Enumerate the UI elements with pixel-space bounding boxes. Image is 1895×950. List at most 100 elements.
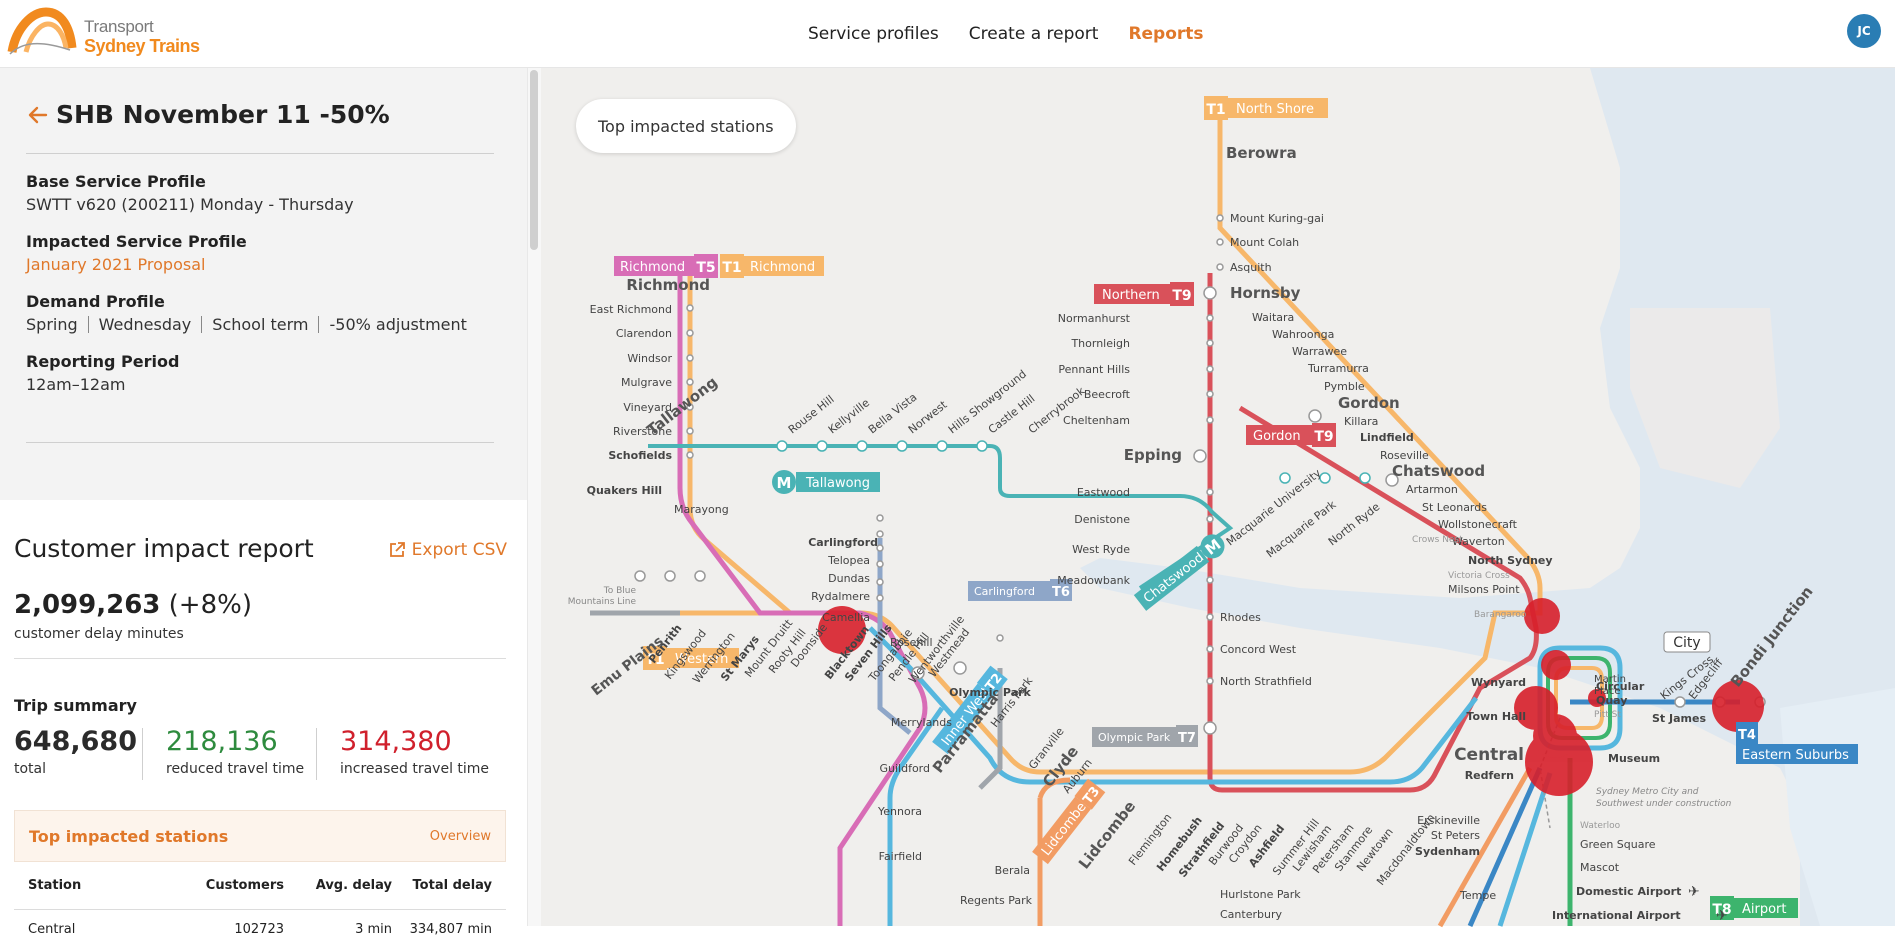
station-asquith[interactable]: Asquith — [1230, 261, 1272, 274]
station-west-ryde[interactable]: West Ryde — [1072, 543, 1130, 556]
nav-service-profiles[interactable]: Service profiles — [808, 24, 939, 44]
station-dundas[interactable]: Dundas — [828, 572, 870, 585]
station-milsons-point[interactable]: Milsons Point — [1448, 583, 1520, 596]
top-impacted-stations-chip[interactable]: Top impacted stations — [576, 99, 796, 153]
station-mascot[interactable]: Mascot — [1580, 861, 1620, 874]
impact-wynyard-small[interactable] — [1541, 650, 1571, 680]
station-mulgrave[interactable]: Mulgrave — [621, 376, 672, 389]
station-pennant-hills[interactable]: Pennant Hills — [1058, 363, 1130, 376]
station-guildford[interactable]: Guildford — [879, 762, 930, 775]
avatar[interactable]: JC — [1847, 14, 1881, 48]
station-rydalmere[interactable]: Rydalmere — [811, 590, 870, 603]
station-waverton[interactable]: Waverton — [1452, 535, 1505, 548]
station-st-leonards[interactable]: St Leonards — [1422, 501, 1487, 514]
col-station[interactable]: Station — [28, 878, 82, 893]
station-waitara[interactable]: Waitara — [1252, 311, 1294, 324]
station-domestic-airport[interactable]: Domestic Airport — [1576, 885, 1681, 898]
station-richmond[interactable]: Richmond — [626, 276, 710, 294]
station-schofields[interactable]: Schofields — [608, 449, 672, 462]
station-north-strathfield[interactable]: North Strathfield — [1220, 675, 1312, 688]
station-cheltenham[interactable]: Cheltenham — [1063, 414, 1130, 427]
station-martin-place-2[interactable]: Place — [1594, 686, 1621, 697]
station-waterloo[interactable]: Waterloo — [1580, 821, 1621, 831]
col-customers[interactable]: Customers — [205, 878, 284, 893]
station-berowra[interactable]: Berowra — [1226, 144, 1297, 162]
station-concord-west[interactable]: Concord West — [1220, 643, 1297, 656]
station-telopea[interactable]: Telopea — [827, 554, 870, 567]
station-camellia[interactable]: Camellia — [822, 611, 870, 624]
station-carlingford[interactable]: Carlingford — [808, 536, 878, 549]
station-north-sydney[interactable]: North Sydney — [1468, 554, 1553, 567]
impact-parramatta[interactable] — [818, 606, 866, 654]
scrollbar-track[interactable] — [527, 68, 541, 926]
station-clarendon[interactable]: Clarendon — [616, 327, 672, 340]
station-quakers-hill[interactable]: Quakers Hill — [587, 484, 662, 497]
impact-north-sydney[interactable] — [1524, 598, 1560, 634]
impact-wynyard[interactable] — [1514, 686, 1558, 730]
station-mount-colah[interactable]: Mount Colah — [1230, 236, 1299, 249]
nav-create-report[interactable]: Create a report — [968, 24, 1099, 44]
station-gordon[interactable]: Gordon — [1338, 394, 1400, 412]
station-pitt-st[interactable]: Pitt St — [1594, 710, 1621, 720]
station-thornleigh[interactable]: Thornleigh — [1070, 337, 1130, 350]
station-rosehill[interactable]: Rosehill — [890, 636, 933, 649]
station-macquarie-university[interactable]: Macquarie University — [1224, 466, 1324, 548]
table-row[interactable]: Central 102723 3 min 334,807 min — [14, 910, 506, 950]
station-erskineville[interactable]: Erskineville — [1417, 814, 1480, 827]
station-st-james[interactable]: St James — [1652, 712, 1706, 725]
station-mount-kuring-gai[interactable]: Mount Kuring-gai — [1230, 212, 1324, 225]
station-killara[interactable]: Killara — [1344, 415, 1378, 428]
impact-bondi-junction[interactable] — [1712, 680, 1764, 732]
station-museum[interactable]: Museum — [1608, 752, 1660, 765]
station-wollstonecraft[interactable]: Wollstonecraft — [1438, 518, 1518, 531]
station-circular-quay-1[interactable]: Circular — [1596, 680, 1645, 693]
export-csv-button[interactable]: Export CSV — [388, 540, 507, 560]
station-victoria-cross[interactable]: Victoria Cross — [1448, 571, 1510, 581]
station-canterbury[interactable]: Canterbury — [1220, 908, 1282, 921]
station-riverstone[interactable]: Riverstone — [613, 425, 672, 438]
station-central[interactable]: Central — [1454, 745, 1524, 765]
nav-reports[interactable]: Reports — [1128, 24, 1204, 44]
station-merrylands[interactable]: Merrylands — [891, 716, 952, 729]
station-artarmon[interactable]: Artarmon — [1406, 483, 1458, 496]
station-pymble[interactable]: Pymble — [1324, 380, 1365, 393]
station-cherrybrook[interactable]: Cherrybrook — [1026, 384, 1088, 436]
station-east-richmond[interactable]: East Richmond — [590, 303, 672, 316]
col-avg-delay[interactable]: Avg. delay — [315, 878, 392, 893]
station-roseville[interactable]: Roseville — [1380, 449, 1429, 462]
station-hornsby[interactable]: Hornsby — [1230, 284, 1301, 302]
back-arrow-icon[interactable] — [26, 103, 50, 127]
station-green-square[interactable]: Green Square — [1580, 838, 1656, 851]
transport-logo[interactable]: Transport Sydney Trains — [7, 7, 210, 60]
overview-link[interactable]: Overview — [429, 828, 491, 844]
station-turramurra[interactable]: Turramurra — [1307, 362, 1369, 375]
station-redfern[interactable]: Redfern — [1465, 769, 1514, 782]
station-regents-park[interactable]: Regents Park — [960, 894, 1033, 907]
station-circular-quay-2[interactable]: Quay — [1596, 694, 1627, 707]
station-beecroft[interactable]: Beecroft — [1084, 388, 1131, 401]
station-wynyard[interactable]: Wynyard — [1471, 676, 1526, 689]
network-map[interactable]: T1 North Shore Richmond T5 T1 Richmond N… — [540, 68, 1895, 928]
station-crows-nest[interactable]: Crows Nest — [1412, 535, 1463, 545]
station-rhodes[interactable]: Rhodes — [1220, 611, 1261, 624]
station-barangaroo[interactable]: Barangaroo — [1474, 610, 1527, 620]
station-wahroonga[interactable]: Wahroonga — [1272, 328, 1334, 341]
station-eastwood[interactable]: Eastwood — [1077, 486, 1130, 499]
station-fairfield[interactable]: Fairfield — [879, 850, 922, 863]
station-meadowbank[interactable]: Meadowbank — [1057, 574, 1130, 587]
station-denistone[interactable]: Denistone — [1074, 513, 1130, 526]
station-yennora[interactable]: Yennora — [877, 805, 922, 818]
station-warrawee[interactable]: Warrawee — [1292, 345, 1347, 358]
impact-martin-place[interactable] — [1588, 689, 1606, 707]
col-total-delay[interactable]: Total delay — [412, 878, 492, 893]
station-windsor[interactable]: Windsor — [627, 352, 672, 365]
station-hurlstone-park[interactable]: Hurlstone Park — [1220, 888, 1301, 901]
station-sydenham[interactable]: Sydenham — [1415, 845, 1480, 858]
station-town-hall[interactable]: Town Hall — [1466, 710, 1526, 723]
station-lindfield[interactable]: Lindfield — [1360, 431, 1414, 444]
station-vineyard[interactable]: Vineyard — [623, 401, 672, 414]
station-olympic-park[interactable]: Olympic Park — [949, 686, 1031, 699]
station-berala[interactable]: Berala — [995, 864, 1030, 877]
station-st-peters[interactable]: St Peters — [1431, 829, 1480, 842]
scrollbar-thumb[interactable] — [530, 70, 538, 250]
